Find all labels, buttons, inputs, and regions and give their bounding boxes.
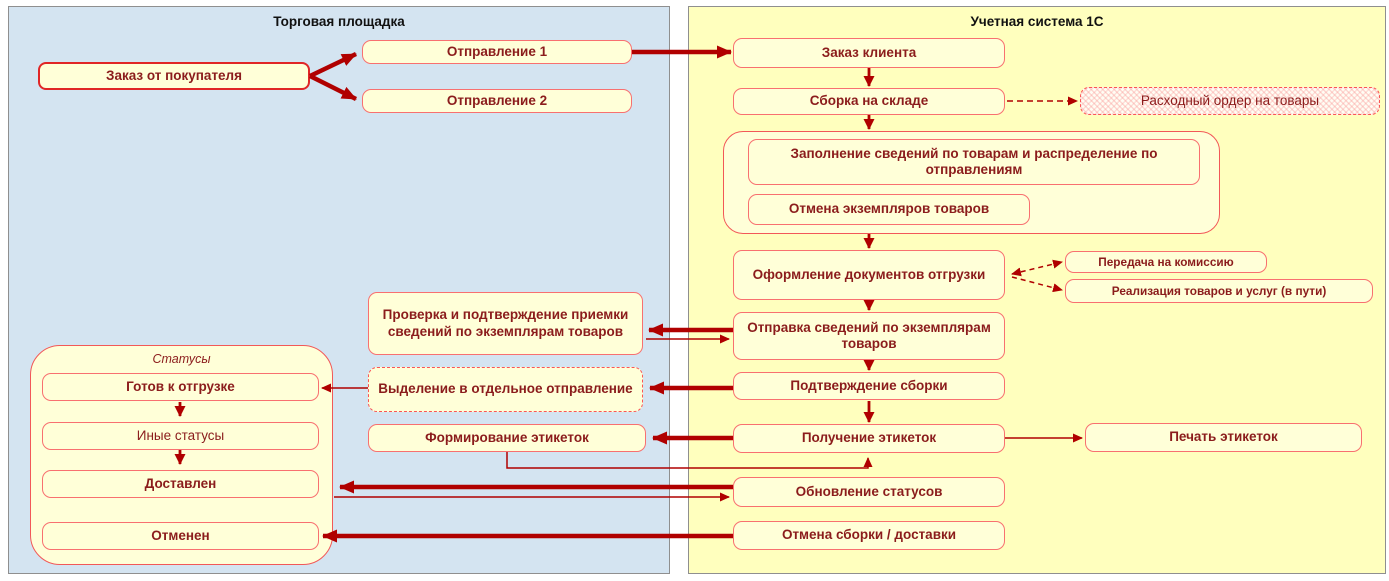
node-label-forming: Формирование этикеток: [368, 424, 646, 452]
node-cancel-assembly-delivery: Отмена сборки / доставки: [733, 521, 1005, 550]
node-commission-transfer: Передача на комиссию: [1065, 251, 1267, 273]
group-statuses-label: Статусы: [152, 352, 211, 366]
node-shipping-docs: Оформление документов отгрузки: [733, 250, 1005, 300]
node-expense-order: Расходный ордер на товары: [1080, 87, 1380, 115]
node-status-ready-to-ship: Готов к отгрузке: [42, 373, 319, 401]
node-status-delivered: Доставлен: [42, 470, 319, 498]
node-warehouse-assembly: Сборка на складе: [733, 88, 1005, 115]
node-shipment-2: Отправление 2: [362, 89, 632, 113]
node-buyer-order: Заказ от покупателя: [38, 62, 310, 90]
node-status-other: Иные статусы: [42, 422, 319, 450]
node-assembly-confirm: Подтверждение сборки: [733, 372, 1005, 400]
node-print-labels: Печать этикеток: [1085, 423, 1362, 452]
node-cancel-instances: Отмена экземпляров товаров: [748, 194, 1030, 225]
node-shipment-1: Отправление 1: [362, 40, 632, 64]
node-sales-goods-in-transit: Реализация товаров и услуг (в пути): [1065, 279, 1373, 303]
node-status-cancelled: Отменен: [42, 522, 319, 550]
node-send-info: Отправка сведений по экземплярам товаров: [733, 312, 1005, 360]
node-status-update: Обновление статусов: [733, 477, 1005, 507]
node-allocate-separate-shipment: Выделение в отдельное отправление: [368, 367, 643, 412]
panel-marketplace-title: Торговая площадка: [273, 14, 405, 29]
node-client-order: Заказ клиента: [733, 38, 1005, 68]
node-check-confirm: Проверка и подтверждение приемки сведени…: [368, 292, 643, 355]
node-fill-info: Заполнение сведений по товарам и распред…: [748, 139, 1200, 185]
node-get-labels: Получение этикеток: [733, 424, 1005, 453]
panel-1c-system-title: Учетная система 1С: [970, 14, 1104, 29]
